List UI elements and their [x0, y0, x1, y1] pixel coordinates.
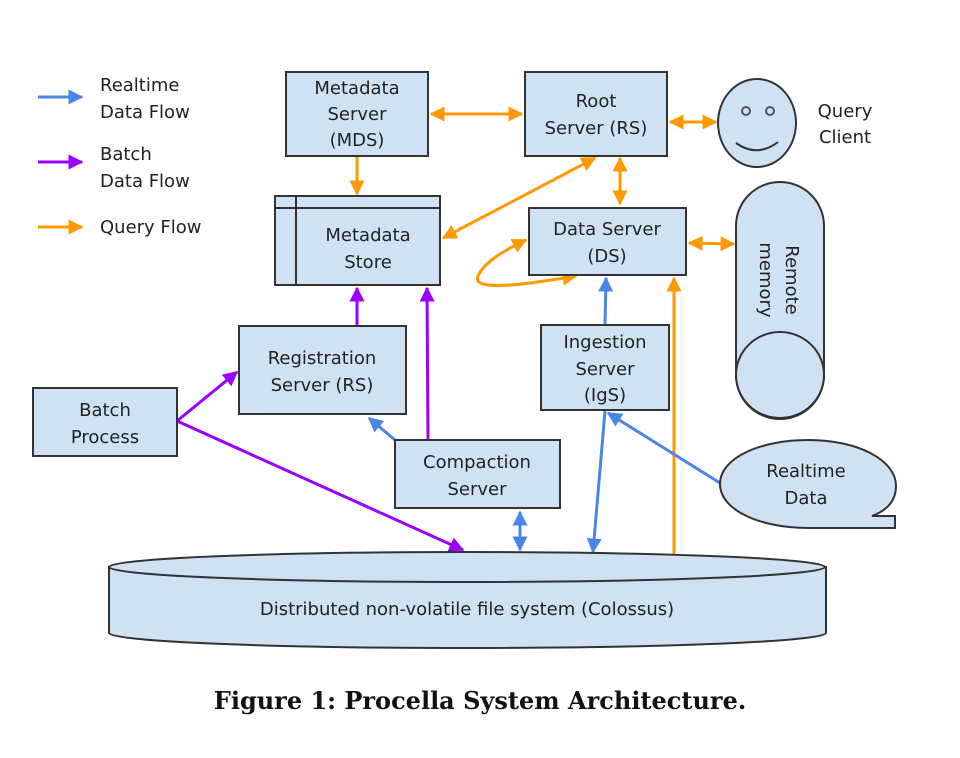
edge-batch-registration [176, 370, 239, 423]
node-batch-process: Batch Process [32, 387, 178, 457]
node-label-line: Server [447, 479, 507, 500]
node-compaction-server: Compaction Server [394, 439, 561, 509]
node-label-line: Server (RS) [271, 375, 374, 396]
node-label-line: Client [819, 127, 871, 148]
legend: Realtime Data Flow Batch Data Flow Query… [38, 75, 202, 238]
legend-item-batch: Batch Data Flow [38, 144, 190, 192]
node-query-client: Query Client [717, 78, 873, 168]
node-label-line: Realtime [766, 461, 845, 482]
node-registration-server: Registration Server (RS) [238, 325, 407, 415]
node-label-line: Root [576, 91, 617, 112]
node-label-line: Server (RS) [545, 118, 648, 139]
node-label-line: memory [755, 242, 776, 318]
figure-caption: Figure 1: Procella System Architecture. [213, 686, 747, 715]
node-label-line: Metadata [314, 78, 399, 99]
node-label-line: Batch [79, 400, 131, 421]
edge-igs-ds [598, 276, 614, 325]
node-root-server: Root Server (RS) [524, 71, 668, 157]
node-label-line: Query [818, 101, 873, 122]
legend-label-line: Batch [100, 144, 152, 165]
node-label-line: Data [785, 488, 828, 509]
edge-ds-loop [476, 238, 578, 287]
node-label-line: (DS) [587, 246, 626, 267]
legend-label-line: Realtime [100, 75, 179, 96]
edges [176, 106, 736, 556]
node-label-line: Compaction [423, 452, 531, 473]
node-label-line: Distributed non-volatile file system (Co… [260, 599, 674, 620]
legend-item-realtime: Realtime Data Flow [38, 75, 190, 123]
legend-item-query: Query Flow [38, 217, 202, 238]
node-label-line: Process [71, 427, 139, 448]
node-ingestion-server: Ingestion Server (IgS) [540, 324, 670, 411]
node-realtime-data: Realtime Data [718, 438, 898, 529]
legend-label-line: Query Flow [100, 217, 202, 238]
node-colossus: Distributed non-volatile file system (Co… [108, 551, 827, 650]
node-label-line: (MDS) [330, 130, 385, 151]
edge-compaction-store [419, 286, 435, 441]
edge-root-store [441, 156, 597, 240]
node-data-server: Data Server (DS) [528, 207, 687, 276]
legend-label-line: Data Flow [100, 102, 190, 123]
node-label-line: Data Server [553, 219, 661, 240]
node-metadata-store: Metadata Store [274, 195, 441, 286]
node-label-line: Remote [781, 245, 802, 314]
node-label-line: Server [327, 104, 387, 125]
legend-label-line: Data Flow [100, 171, 190, 192]
smiley-face-icon [717, 78, 797, 168]
edge-ds-remote [687, 235, 736, 252]
edge-batch-colossus [176, 419, 465, 552]
node-label-line: Metadata [325, 225, 410, 246]
node-label-line: Registration [268, 348, 377, 369]
node-remote-memory: Remote memory [735, 181, 825, 420]
nodes: Metadata Server (MDS) Root Server (RS) Q… [32, 71, 898, 650]
node-label-line: Server [575, 359, 635, 380]
node-label-line: Store [344, 252, 392, 273]
node-label-line: (IgS) [584, 385, 626, 406]
node-metadata-server: Metadata Server (MDS) [285, 71, 429, 157]
edge-igs-colossus [586, 410, 607, 554]
edge-rtdata-igs [606, 411, 721, 485]
node-label-line: Ingestion [563, 332, 646, 353]
edge-compaction-registration [367, 416, 396, 442]
